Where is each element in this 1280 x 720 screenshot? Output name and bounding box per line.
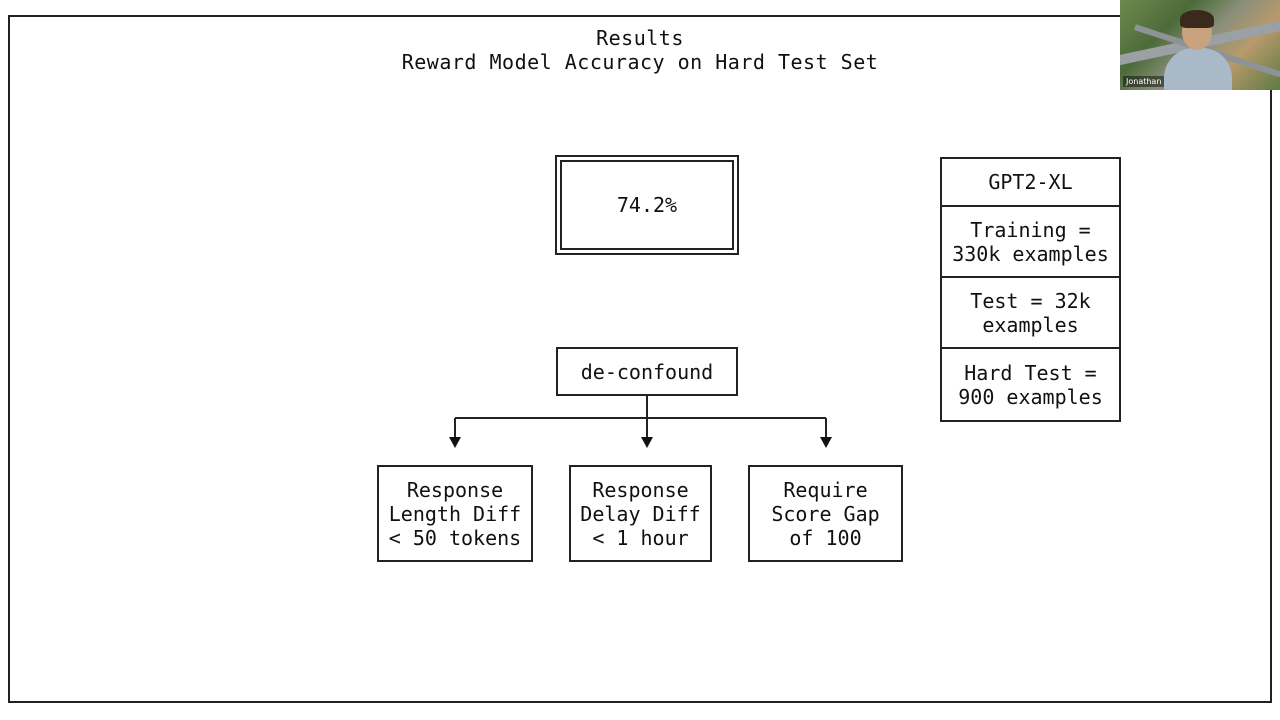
slide-subtitle: Reward Model Accuracy on Hard Test Set: [401, 50, 879, 74]
leaf-score-gap: Require Score Gap of 100: [748, 465, 903, 562]
model-name: GPT2-XL: [942, 159, 1119, 207]
accuracy-value: 74.2%: [560, 160, 734, 250]
training-size: Training = 330k examples: [942, 207, 1119, 278]
accuracy-result-box: 74.2%: [555, 155, 739, 255]
participant-video-tile[interactable]: Jonathan: [1120, 0, 1280, 90]
arrow-head-leaf2: [641, 437, 653, 448]
leaf-delay-diff: Response Delay Diff < 1 hour: [569, 465, 712, 562]
leaf-length-diff: Response Length Diff < 50 tokens: [377, 465, 533, 562]
deconfound-node: de-confound: [556, 347, 738, 396]
model-info-stack: GPT2-XL Training = 330k examples Test = …: [940, 157, 1121, 422]
slide-title: Results: [596, 26, 684, 50]
arrow-head-leaf1: [449, 437, 461, 448]
test-size: Test = 32k examples: [942, 278, 1119, 349]
arrow-head-leaf3: [820, 437, 832, 448]
hard-test-size: Hard Test = 900 examples: [958, 360, 1103, 409]
participant-body: [1164, 48, 1232, 90]
participant-name-label: Jonathan: [1123, 76, 1165, 87]
slide-frame: [8, 15, 1272, 703]
participant-hair: [1180, 10, 1214, 28]
